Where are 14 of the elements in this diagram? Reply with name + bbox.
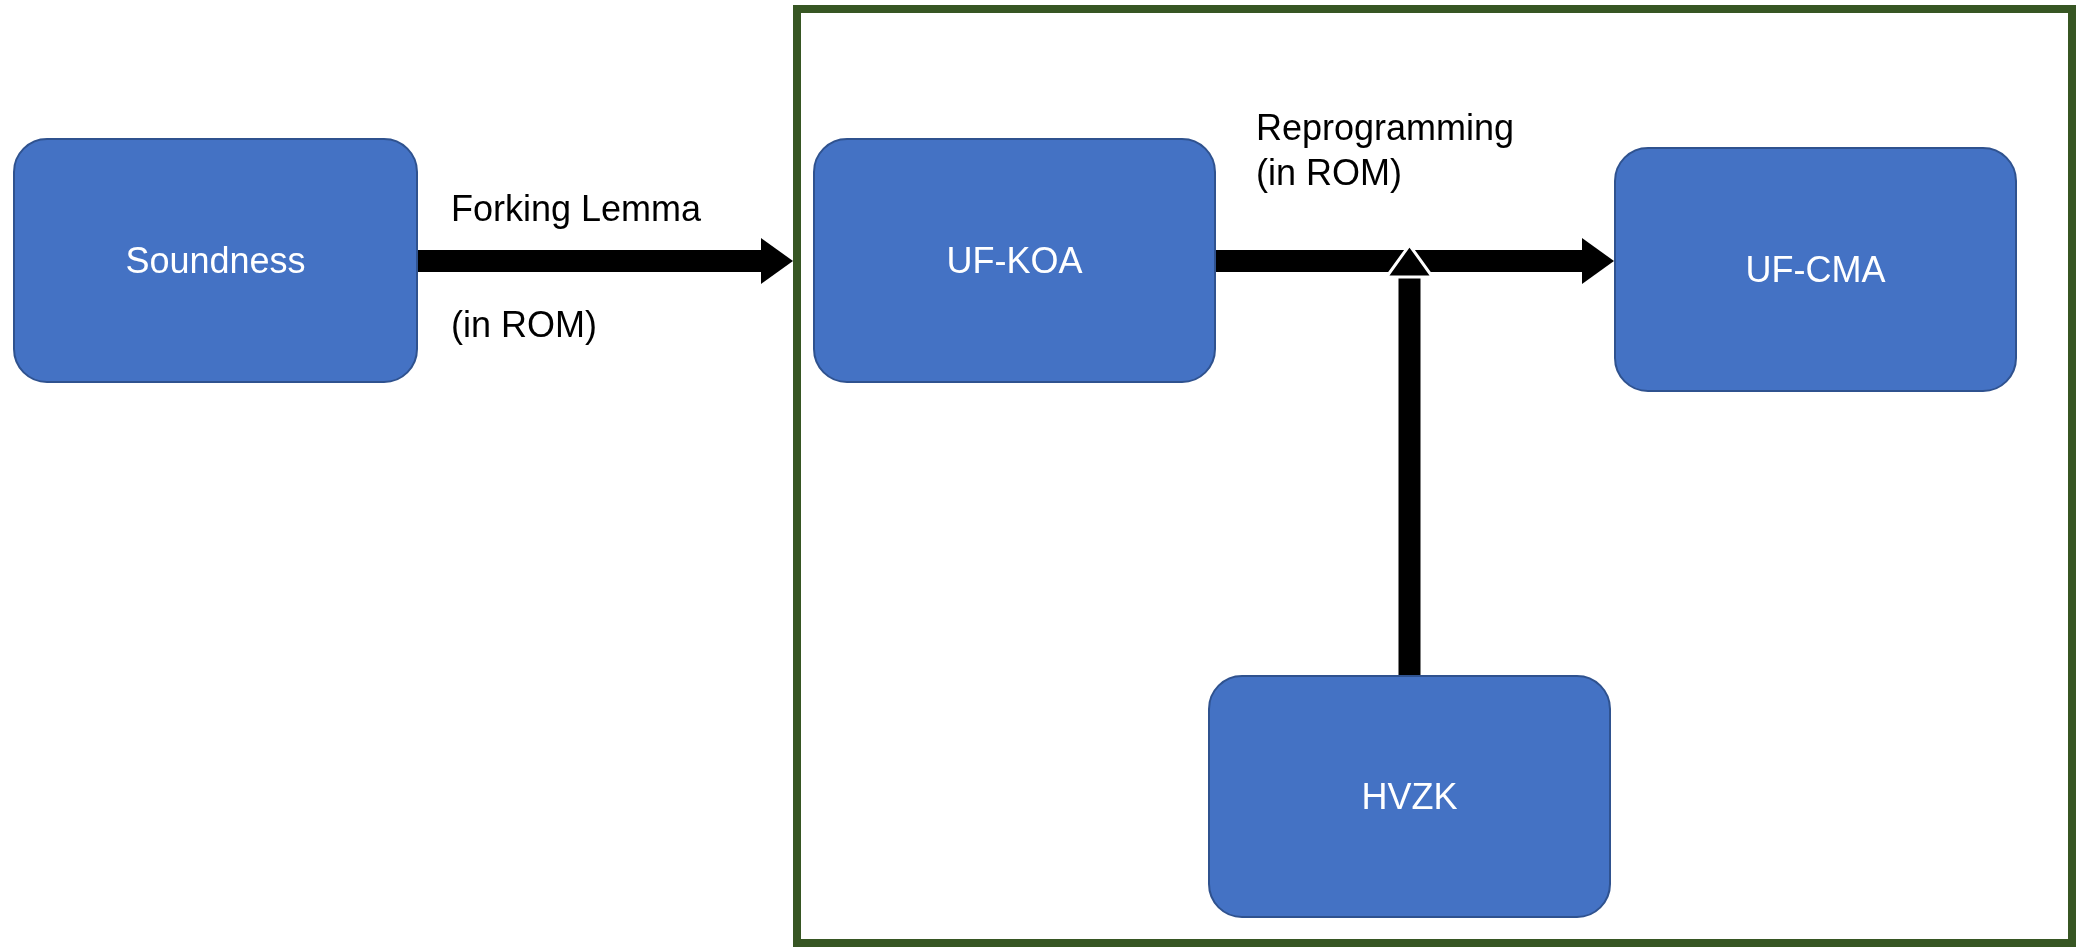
process-box bbox=[1614, 147, 2017, 392]
process-box bbox=[13, 138, 418, 383]
box-label: UF-CMA bbox=[1745, 248, 1886, 291]
process-box bbox=[813, 138, 1216, 383]
box-label: HVZK bbox=[1361, 775, 1458, 818]
box-label: UF-KOA bbox=[946, 239, 1083, 282]
edge-label: Forking Lemma bbox=[451, 187, 703, 231]
box-label: Soundness bbox=[125, 239, 306, 282]
arrow bbox=[1216, 238, 1614, 284]
arrow bbox=[418, 238, 793, 284]
edge-label: Reprogramming (in ROM) bbox=[1256, 106, 1516, 195]
process-box bbox=[1208, 675, 1611, 918]
note-text: (in ROM) bbox=[451, 303, 597, 347]
group-frame bbox=[793, 5, 2076, 947]
